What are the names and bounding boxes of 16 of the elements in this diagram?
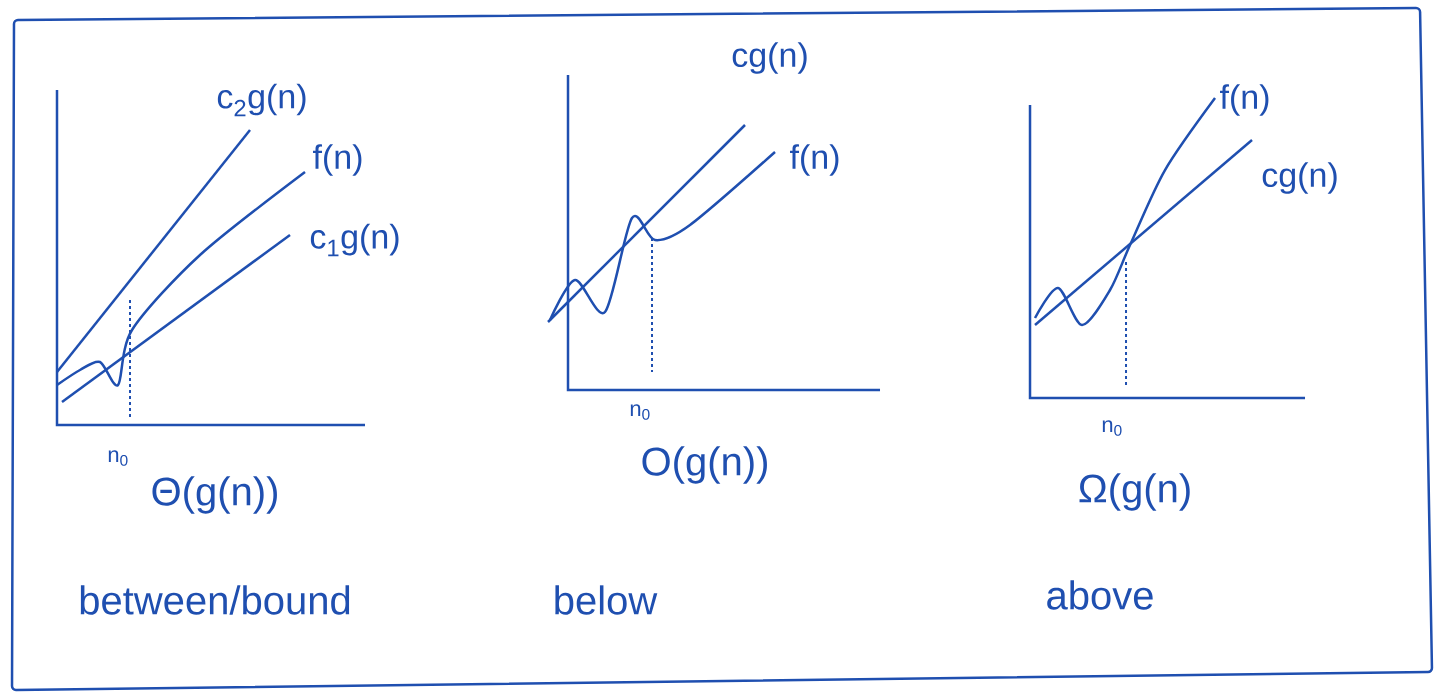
caption-text: below [555, 585, 658, 615]
curve-label: c$_{1}$g(n) [310, 223, 399, 257]
curve-label: c$_{2}$g(n) [217, 83, 306, 117]
curve-label: f(n) [790, 144, 839, 176]
notation-label: O(g(n)) [642, 446, 767, 484]
curve-label: cg(n) [1262, 162, 1337, 194]
curve-label: f(n) [1220, 84, 1269, 116]
axis-label: n$_{0}$ [1102, 420, 1122, 436]
axis-label: n$_{0}$ [108, 450, 128, 466]
axis-label: n$_{0}$ [630, 404, 650, 420]
notation-label: Ω(g(n) [1079, 473, 1190, 511]
caption-text: between/bound [80, 585, 350, 615]
notation-label: Θ(g(n)) [152, 476, 277, 514]
curve-label: f(n) [313, 144, 362, 176]
caption-text: above [1047, 580, 1153, 610]
curve-label: cg(n) [732, 42, 807, 74]
